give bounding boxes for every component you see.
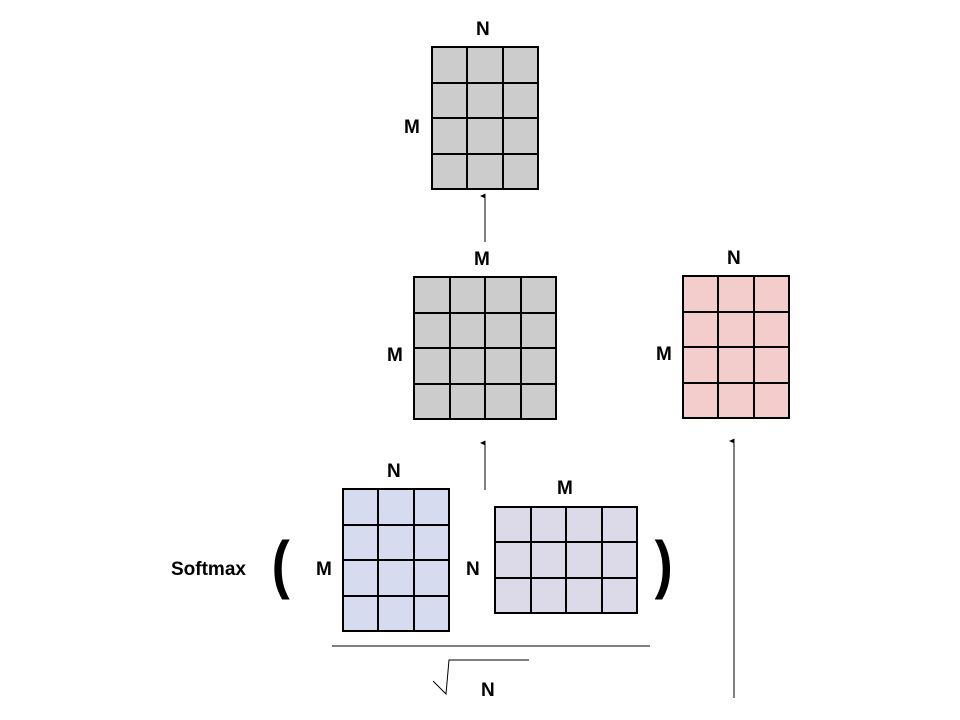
close-parenthesis: )	[654, 528, 673, 600]
matrix-cell	[502, 153, 538, 189]
matrix-cell	[414, 348, 450, 384]
matrix-cell	[683, 347, 719, 383]
matrix-cell	[683, 311, 719, 347]
query-matrix-side-label: M	[316, 559, 332, 580]
matrix-cell	[753, 382, 789, 418]
matrix-cell	[601, 577, 637, 613]
matrix-cell	[378, 489, 414, 525]
matrix-cell	[449, 383, 485, 419]
matrix-cell	[601, 542, 637, 578]
matrix-cell	[378, 560, 414, 596]
matrix-cell	[485, 312, 521, 348]
matrix-cell	[753, 276, 789, 312]
matrix-cell	[467, 82, 503, 118]
matrix-cell	[449, 348, 485, 384]
attention-matrix-side-label: M	[387, 345, 403, 366]
matrix-cell	[753, 311, 789, 347]
matrix-cell	[530, 542, 566, 578]
matrix-cell	[378, 595, 414, 631]
matrix-cell	[414, 277, 450, 313]
attention-matrix-top-label: M	[474, 249, 490, 270]
matrix-cell	[566, 507, 602, 543]
matrix-cell	[520, 348, 556, 384]
matrix-cell	[413, 524, 449, 560]
query-matrix	[342, 488, 450, 632]
value-matrix	[682, 275, 790, 419]
attention-matrix	[413, 276, 557, 420]
matrix-cell	[753, 347, 789, 383]
matrix-cell	[432, 47, 468, 83]
matrix-cell	[343, 524, 379, 560]
output-matrix-side-label: M	[404, 117, 420, 138]
matrix-cell	[718, 276, 754, 312]
matrix-cell	[432, 153, 468, 189]
matrix-cell	[683, 276, 719, 312]
matrix-cell	[343, 560, 379, 596]
key-matrix-top-label: M	[557, 478, 573, 499]
matrix-cell	[566, 577, 602, 613]
matrix-cell	[520, 383, 556, 419]
matrix-cell	[485, 348, 521, 384]
matrix-cell	[413, 595, 449, 631]
matrix-cell	[718, 382, 754, 418]
matrix-cell	[414, 312, 450, 348]
matrix-cell	[566, 542, 602, 578]
matrix-cell	[718, 311, 754, 347]
matrix-cell	[520, 277, 556, 313]
key-matrix-side-label: N	[466, 559, 480, 580]
matrix-cell	[467, 153, 503, 189]
matrix-cell	[502, 82, 538, 118]
matrix-cell	[718, 347, 754, 383]
sqrt-n-label: N	[481, 680, 495, 701]
matrix-cell	[432, 118, 468, 154]
matrix-cell	[530, 507, 566, 543]
value-matrix-top-label: N	[727, 248, 741, 269]
matrix-cell	[495, 577, 531, 613]
matrix-cell	[467, 118, 503, 154]
matrix-cell	[495, 542, 531, 578]
softmax-label: Softmax	[171, 559, 246, 580]
output-matrix	[431, 46, 539, 190]
matrix-cell	[413, 489, 449, 525]
matrix-cell	[502, 47, 538, 83]
matrix-cell	[413, 560, 449, 596]
matrix-cell	[601, 507, 637, 543]
matrix-cell	[485, 383, 521, 419]
matrix-cell	[530, 577, 566, 613]
matrix-cell	[520, 312, 556, 348]
matrix-cell	[467, 47, 503, 83]
matrix-cell	[449, 277, 485, 313]
matrix-cell	[378, 524, 414, 560]
open-parenthesis: (	[271, 528, 290, 600]
value-matrix-side-label: M	[656, 344, 672, 365]
query-matrix-top-label: N	[387, 461, 401, 482]
key-matrix	[494, 506, 638, 614]
matrix-cell	[343, 489, 379, 525]
matrix-cell	[432, 82, 468, 118]
output-matrix-top-label: N	[476, 19, 490, 40]
matrix-cell	[485, 277, 521, 313]
sqrt-sign-icon	[432, 659, 529, 696]
matrix-cell	[449, 312, 485, 348]
matrix-cell	[414, 383, 450, 419]
matrix-cell	[502, 118, 538, 154]
matrix-cell	[343, 595, 379, 631]
matrix-cell	[495, 507, 531, 543]
matrix-cell	[683, 382, 719, 418]
